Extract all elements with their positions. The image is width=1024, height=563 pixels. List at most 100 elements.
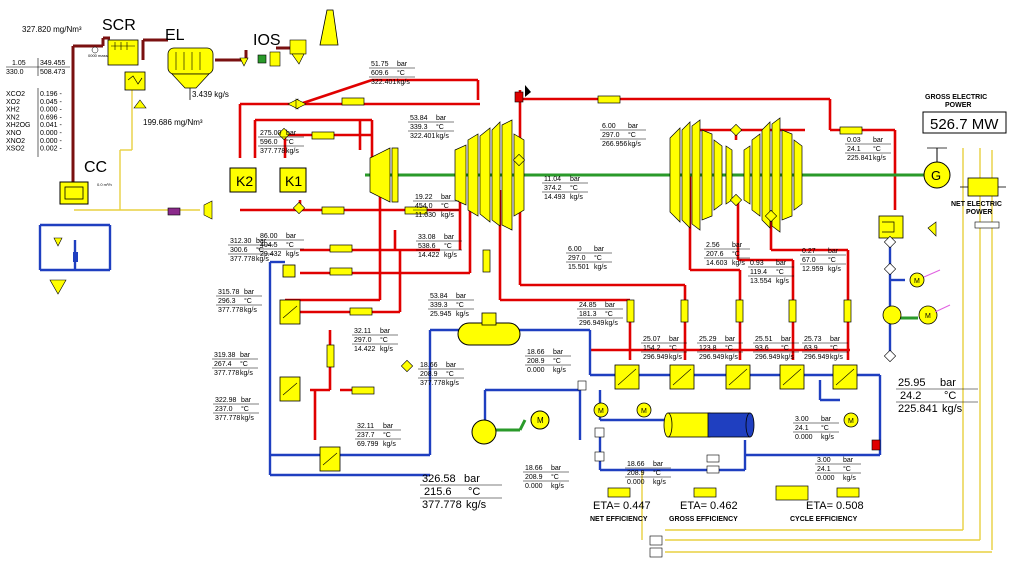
stream-temperature: 24.1 [847,146,861,153]
flue-gas-name: XH2 [6,107,20,114]
big-stream-temperature: 24.2 [900,390,921,402]
scr-label: SCR [102,17,136,34]
stream-pressure: 312.30 [230,238,252,245]
stream-temperature: 67.0 [802,257,816,264]
stream-temperature-unit: °C [446,370,454,378]
gross-eff-label: GROSS EFFICIENCY [669,516,738,523]
net-power-meter [960,177,1006,229]
stream-temperature-unit: °C [821,424,829,432]
stream-pressure: 275.00 [260,130,282,137]
stream-pressure: 0.27 [802,248,816,255]
stream-massflow-unit: kg/s [446,380,459,387]
stream-massflow: 15.501 [568,264,590,271]
stream-pressure: 0.03 [847,137,861,144]
stream-pressure: 18.66 [420,362,438,369]
condensate-pumps [593,269,951,428]
motor-label: M [914,278,920,285]
stream-pressure-unit: bar [828,248,839,255]
stream-pressure-unit: bar [570,176,581,183]
stream-pressure-unit: bar [605,302,616,309]
stream-massflow-unit: kg/s [553,367,566,374]
stream-massflow: 296.949 [699,354,724,361]
boiler-valves [229,98,307,193]
stream-massflow: 377.778 [218,307,243,314]
ios-label: IOS [253,32,281,49]
stream-massflow: 14.603 [706,260,728,267]
stream-temperature: 63.9 [804,345,818,352]
stream-massflow: 14.493 [544,194,566,201]
flue-gas-value: 0.696 - [40,114,62,121]
stream-pressure-unit: bar [873,137,884,144]
stream-pressure-unit: bar [725,336,736,343]
stream-pressure-unit: bar [436,115,447,122]
stream-massflow: 29.432 [260,251,282,258]
stream-pressure: 32.11 [354,328,371,335]
lp-heaters [614,364,858,390]
big-stream-massflow: 377.778 [422,499,462,511]
stream-massflow: 11.030 [415,212,436,219]
stream-temperature-unit: °C [240,360,248,368]
stream-pressure: 33.08 [418,234,436,241]
gross-power-value: 526.7 MW [930,116,999,133]
stream-temperature: 123.8 [699,345,717,352]
big-stream-pressure: 25.95 [898,377,926,389]
stream-pressure-unit: bar [286,233,297,240]
stream-pressure-unit: bar [444,234,455,241]
stream-temperature: 181.3 [579,311,597,318]
stream-massflow: 225.841 [847,155,872,162]
stream-pressure: 322.98 [215,397,237,404]
stream-temperature: 297.0 [354,337,372,344]
k1-label: K1 [285,173,302,189]
stream-massflow-unit: kg/s [732,260,745,267]
stream-temperature: 24.1 [817,466,831,473]
table-r1-right: 349.455 [40,60,65,67]
stream-massflow-unit: kg/s [397,79,410,86]
stream-pressure: 25.07 [643,336,661,343]
stream-pressure-unit: bar [553,349,564,356]
stream-massflow-unit: kg/s [456,311,469,318]
stream-pressure: 315.78 [218,289,240,296]
stream-pressure-unit: bar [776,260,787,267]
el-flow: 3.439 kg/s [192,90,229,99]
stream-pressure: 53.84 [410,115,428,122]
stream-massflow-unit: kg/s [241,415,254,422]
deaerator [457,312,521,346]
stream-pressure-unit: bar [446,362,457,369]
stream-temperature: 237.7 [357,432,375,439]
stream-pressure: 53.84 [430,293,448,300]
stream-massflow: 0.000 [817,475,835,482]
stream-massflow-unit: kg/s [594,264,607,271]
net-power-label-1: NET ELECTRIC [951,201,1002,208]
k2-label: K2 [236,173,253,189]
stream-temperature-unit: °C [830,344,838,352]
stream-pressure-unit: bar [781,336,792,343]
hp-heaters [279,264,341,472]
stream-pressure-unit: bar [380,328,391,335]
stream-massflow-unit: kg/s [843,475,856,482]
stream-pressure-unit: bar [441,194,452,201]
stream-temperature-unit: °C [628,131,636,139]
stream-massflow: 377.778 [214,370,239,377]
stream-massflow: 296.949 [579,320,604,327]
stream-temperature: 208.9 [627,470,645,477]
stream-massflow: 377.778 [215,415,240,422]
stream-temperature: 207.6 [706,251,724,258]
flue-gas-name: XCO2 [6,91,25,98]
flow-meters [311,95,863,501]
stream-pressure-unit: bar [653,461,664,468]
flue-gas-name: XN2 [6,114,20,121]
stream-massflow: 266.956 [602,141,627,148]
stream-temperature: 208.9 [525,474,543,481]
stream-pressure: 18.66 [627,461,645,468]
stream-pressure: 6.00 [568,246,582,253]
stream-massflow-unit: kg/s [383,441,396,448]
stream-massflow-unit: kg/s [873,155,886,162]
stream-massflow: 69.799 [357,441,379,448]
stream-temperature: 208.9 [420,371,438,378]
stream-massflow-unit: kg/s [781,354,794,361]
stream-massflow: 0.000 [627,479,645,486]
stream-temperature: 267.4 [214,361,232,368]
electrostatic-precipitator [167,47,214,100]
stream-massflow-unit: kg/s [828,266,841,273]
